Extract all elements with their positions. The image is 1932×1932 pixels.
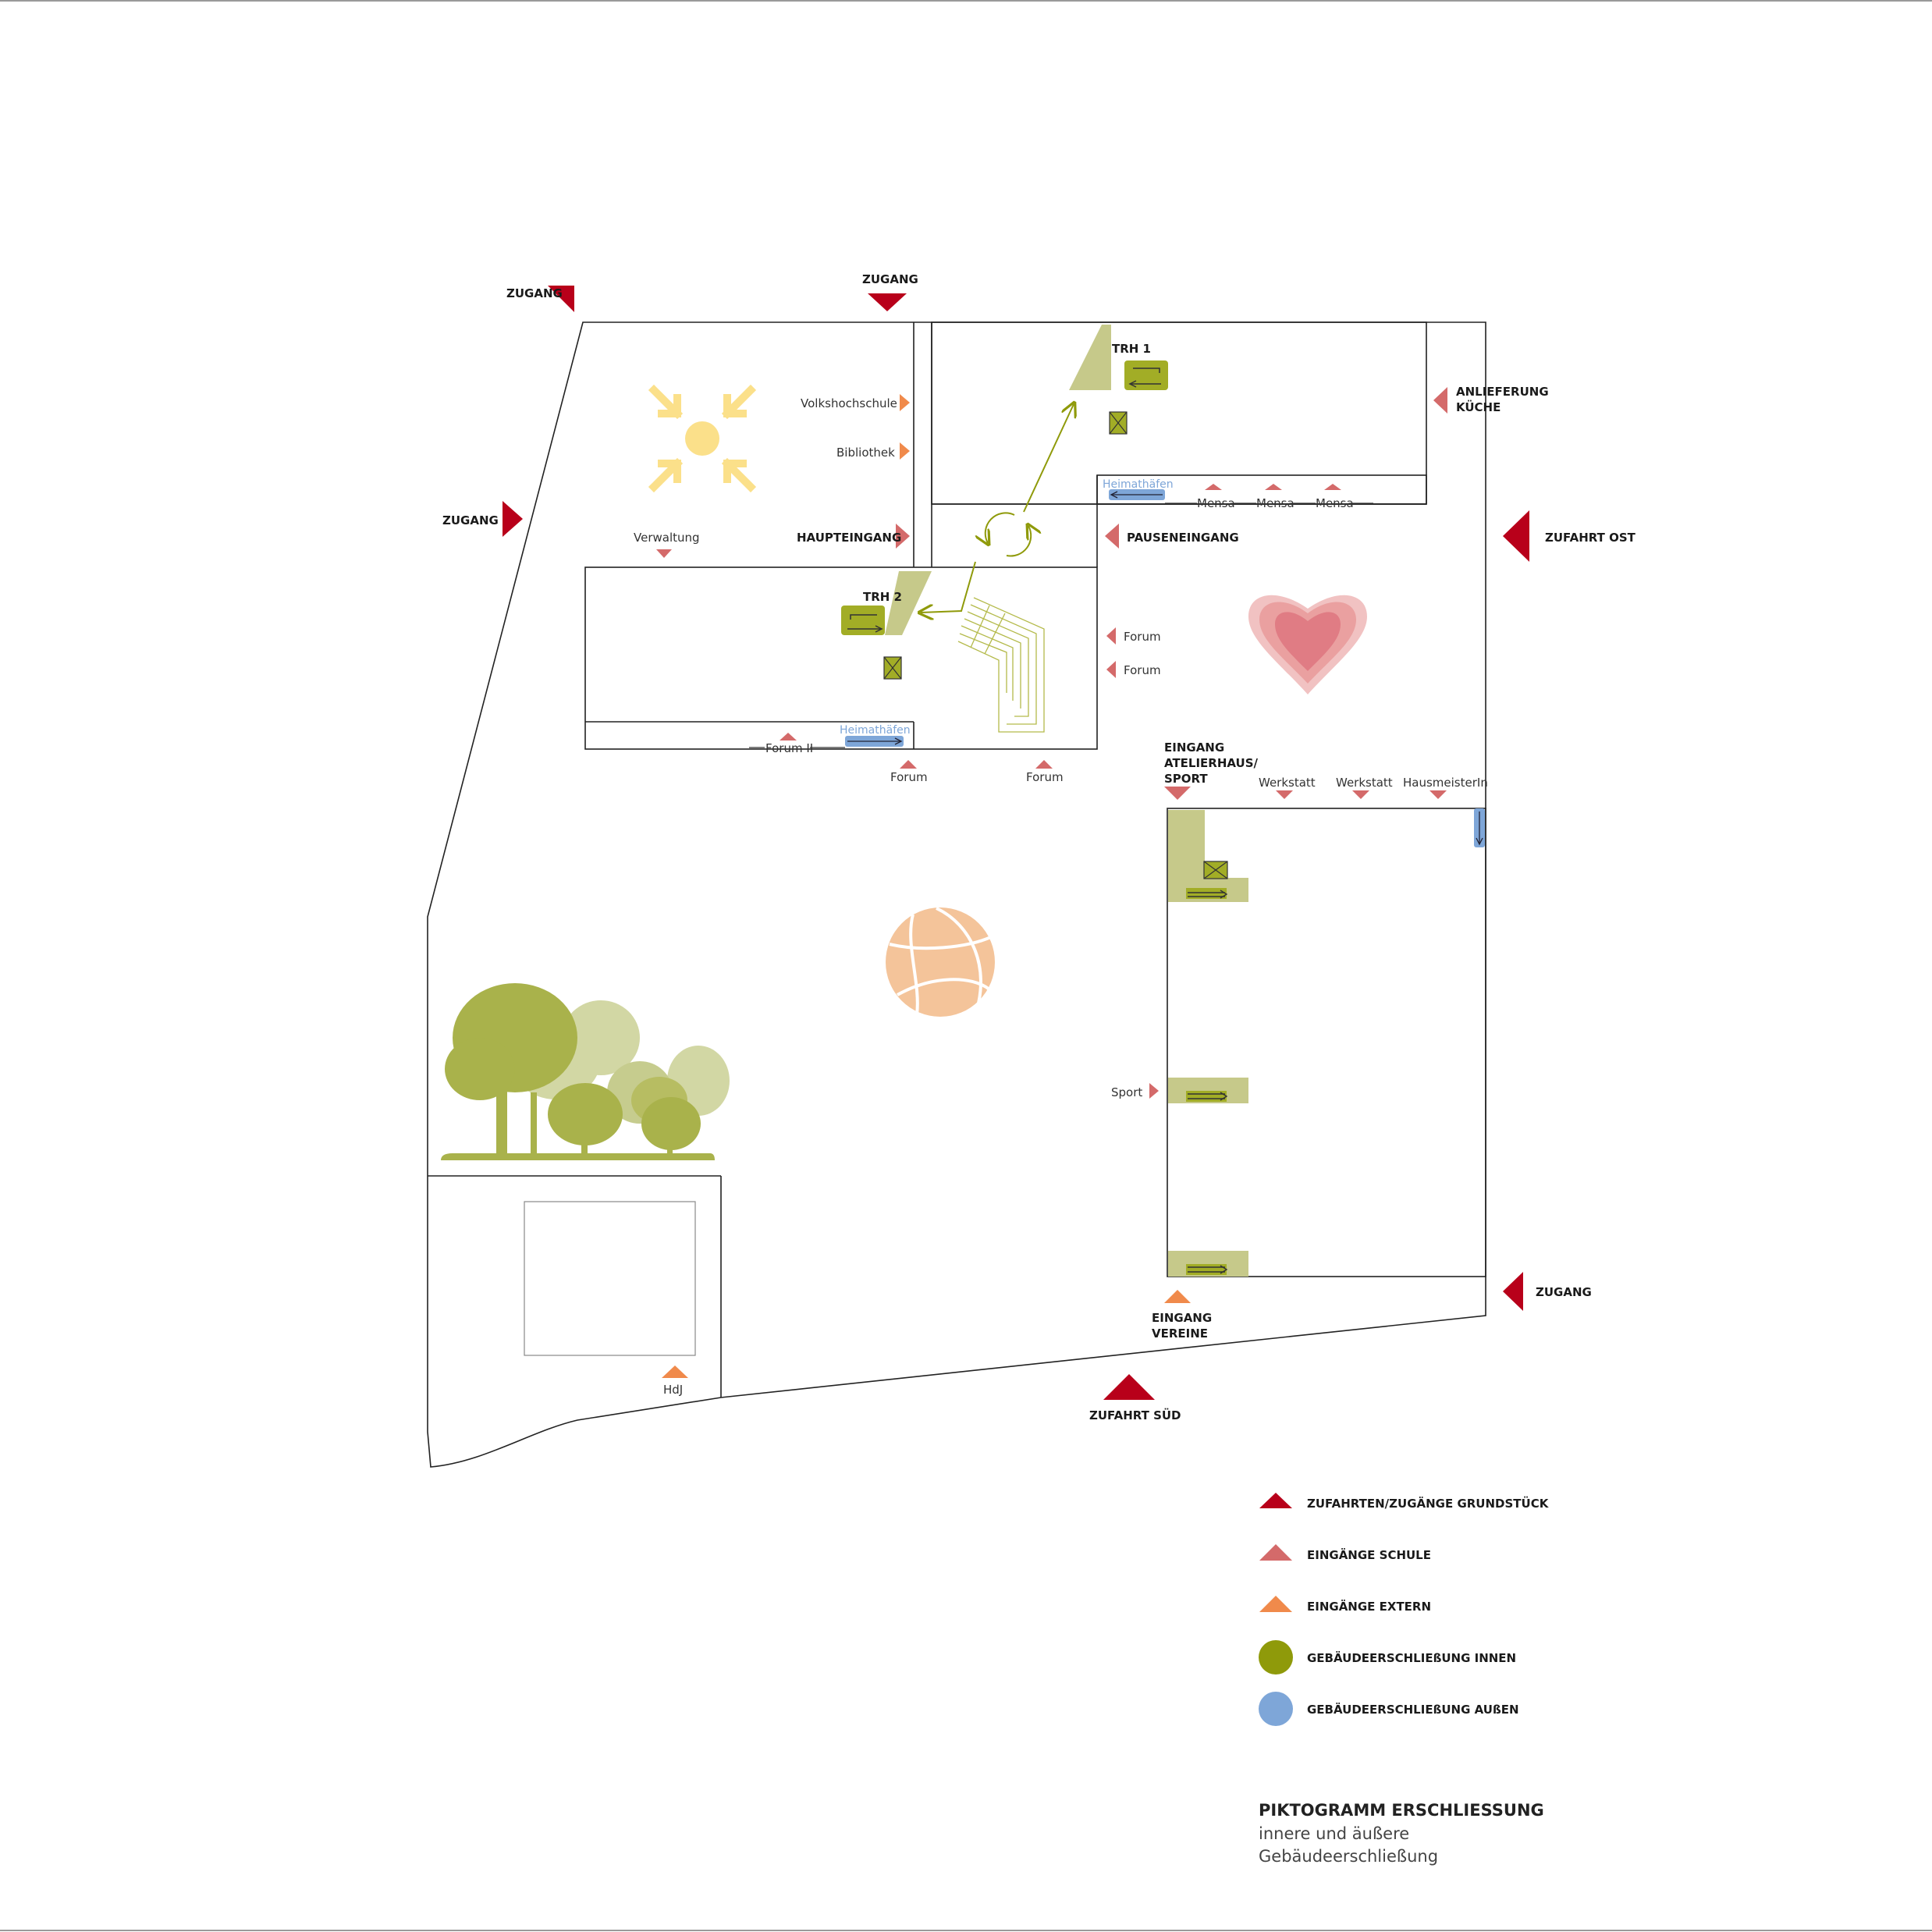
plan-labels: ZUGANG ZUGANG ZUGANG ZUFAHRT OST ZUGANG … [442, 272, 1636, 1422]
zugang-n-marker [868, 293, 907, 311]
label-mensa-2: Mensa [1256, 496, 1295, 510]
legend-symbol-schule [1259, 1544, 1292, 1561]
stair-core-trh2 [841, 571, 932, 680]
label-zugang-n: ZUGANG [862, 272, 918, 286]
building-outlines [428, 321, 1486, 1398]
mensa-connectors [749, 503, 1373, 748]
site-boundary [427, 321, 1486, 1468]
label-haupteingang: HAUPTEINGANG [797, 531, 901, 545]
label-forum-e1: Forum [1124, 630, 1161, 644]
legend-label-innen: GEBÄUDEERSCHLIEßUNG INNEN [1307, 1650, 1516, 1665]
page-title: PIKTOGRAMM ERSCHLIESSUNG [1259, 1801, 1544, 1820]
grand-stair [957, 597, 1045, 733]
label-forum-s1: Forum [890, 770, 928, 784]
label-heimathaefen-2: Heimathäfen [840, 724, 911, 737]
label-mensa-3: Mensa [1316, 496, 1354, 510]
label-verwaltung: Verwaltung [634, 531, 700, 545]
pauseneingang-marker [1105, 524, 1119, 549]
label-eingang-vereine-2: VEREINE [1152, 1326, 1208, 1341]
label-eingang-atelier-3: SPORT [1164, 772, 1208, 786]
heart-icon [1248, 595, 1367, 694]
building-block-ne [931, 321, 1427, 505]
circular-arrows-icon [986, 512, 1031, 557]
hdj-building [524, 1201, 696, 1356]
label-zufahrt-ost: ZUFAHRT OST [1545, 531, 1636, 545]
label-hausmeisterin: HausmeisterIn [1403, 776, 1488, 790]
label-anlieferung-1: ANLIEFERUNG [1456, 385, 1549, 399]
label-mensa-1: Mensa [1197, 496, 1235, 510]
circulation-paths [921, 404, 1074, 613]
legend-label-aussen: GEBÄUDEERSCHLIEßUNG AUßEN [1307, 1702, 1519, 1717]
label-eingang-atelier-2: ATELIERHAUS/ [1164, 756, 1259, 770]
label-bibliothek: Bibliothek [836, 446, 895, 460]
legend: ZUFAHRTEN/ZUGÄNGE GRUNDSTÜCK EINGÄNGE SC… [1259, 1493, 1550, 1726]
label-zugang-se: ZUGANG [1536, 1285, 1592, 1299]
building-block-mid [584, 566, 1098, 750]
label-forum-s2: Forum [1026, 770, 1064, 784]
label-anlieferung-2: KÜCHE [1456, 400, 1500, 414]
legend-symbol-innen [1259, 1640, 1293, 1675]
label-heimathaefen-1: Heimathäfen [1103, 478, 1174, 491]
sun-assembly-icon [648, 384, 757, 493]
anlieferung-marker [1433, 387, 1447, 414]
legend-symbol-aussen [1259, 1692, 1293, 1726]
zufahrt-sued-marker [1103, 1374, 1155, 1400]
page-subtitle-1: innere und äußere [1259, 1824, 1409, 1843]
label-zugang-w: ZUGANG [442, 513, 499, 527]
title-block: PIKTOGRAMM ERSCHLIESSUNG innere und äuße… [1259, 1801, 1544, 1866]
zugang-w-marker [503, 501, 523, 537]
atelier-sport-building [1167, 808, 1486, 1277]
legend-label-extern: EINGÄNGE EXTERN [1307, 1599, 1431, 1614]
label-werkstatt-1: Werkstatt [1259, 776, 1316, 790]
haupteingang-marker [896, 524, 910, 549]
label-sport: Sport [1111, 1085, 1142, 1099]
entrance-markers [503, 286, 1529, 1400]
trees-icon [441, 983, 730, 1160]
page-subtitle-2: Gebäudeerschließung [1259, 1847, 1438, 1866]
label-forum-ii: Forum II [765, 741, 813, 755]
legend-label-schule: EINGÄNGE SCHULE [1307, 1547, 1431, 1562]
zufahrt-ost-marker [1503, 510, 1529, 562]
label-forum-e2: Forum [1124, 663, 1161, 677]
zugang-se-marker [1503, 1272, 1523, 1311]
label-trh1: TRH 1 [1112, 342, 1151, 356]
legend-label-zufahrt: ZUFAHRTEN/ZUGÄNGE GRUNDSTÜCK [1307, 1496, 1550, 1511]
zugang-nw-marker [548, 286, 574, 312]
heimathaefen-bars [845, 489, 1485, 847]
atelier-stair-cores [1168, 810, 1248, 1277]
label-hdj: HdJ [663, 1383, 683, 1397]
label-trh2: TRH 2 [863, 590, 902, 604]
label-eingang-atelier-1: EINGANG [1164, 740, 1224, 755]
label-eingang-vereine-1: EINGANG [1152, 1311, 1212, 1325]
legend-symbol-extern [1259, 1596, 1292, 1612]
basketball-icon [886, 907, 995, 1017]
stair-core-trh1 [1069, 325, 1168, 435]
label-volkshochschule: Volkshochschule [801, 396, 897, 410]
label-pauseneingang: PAUSENEINGANG [1127, 531, 1239, 545]
legend-symbol-zufahrt [1259, 1493, 1292, 1508]
label-zugang-nw: ZUGANG [506, 286, 563, 300]
label-werkstatt-2: Werkstatt [1336, 776, 1393, 790]
label-zufahrt-sued: ZUFAHRT SÜD [1089, 1408, 1181, 1422]
